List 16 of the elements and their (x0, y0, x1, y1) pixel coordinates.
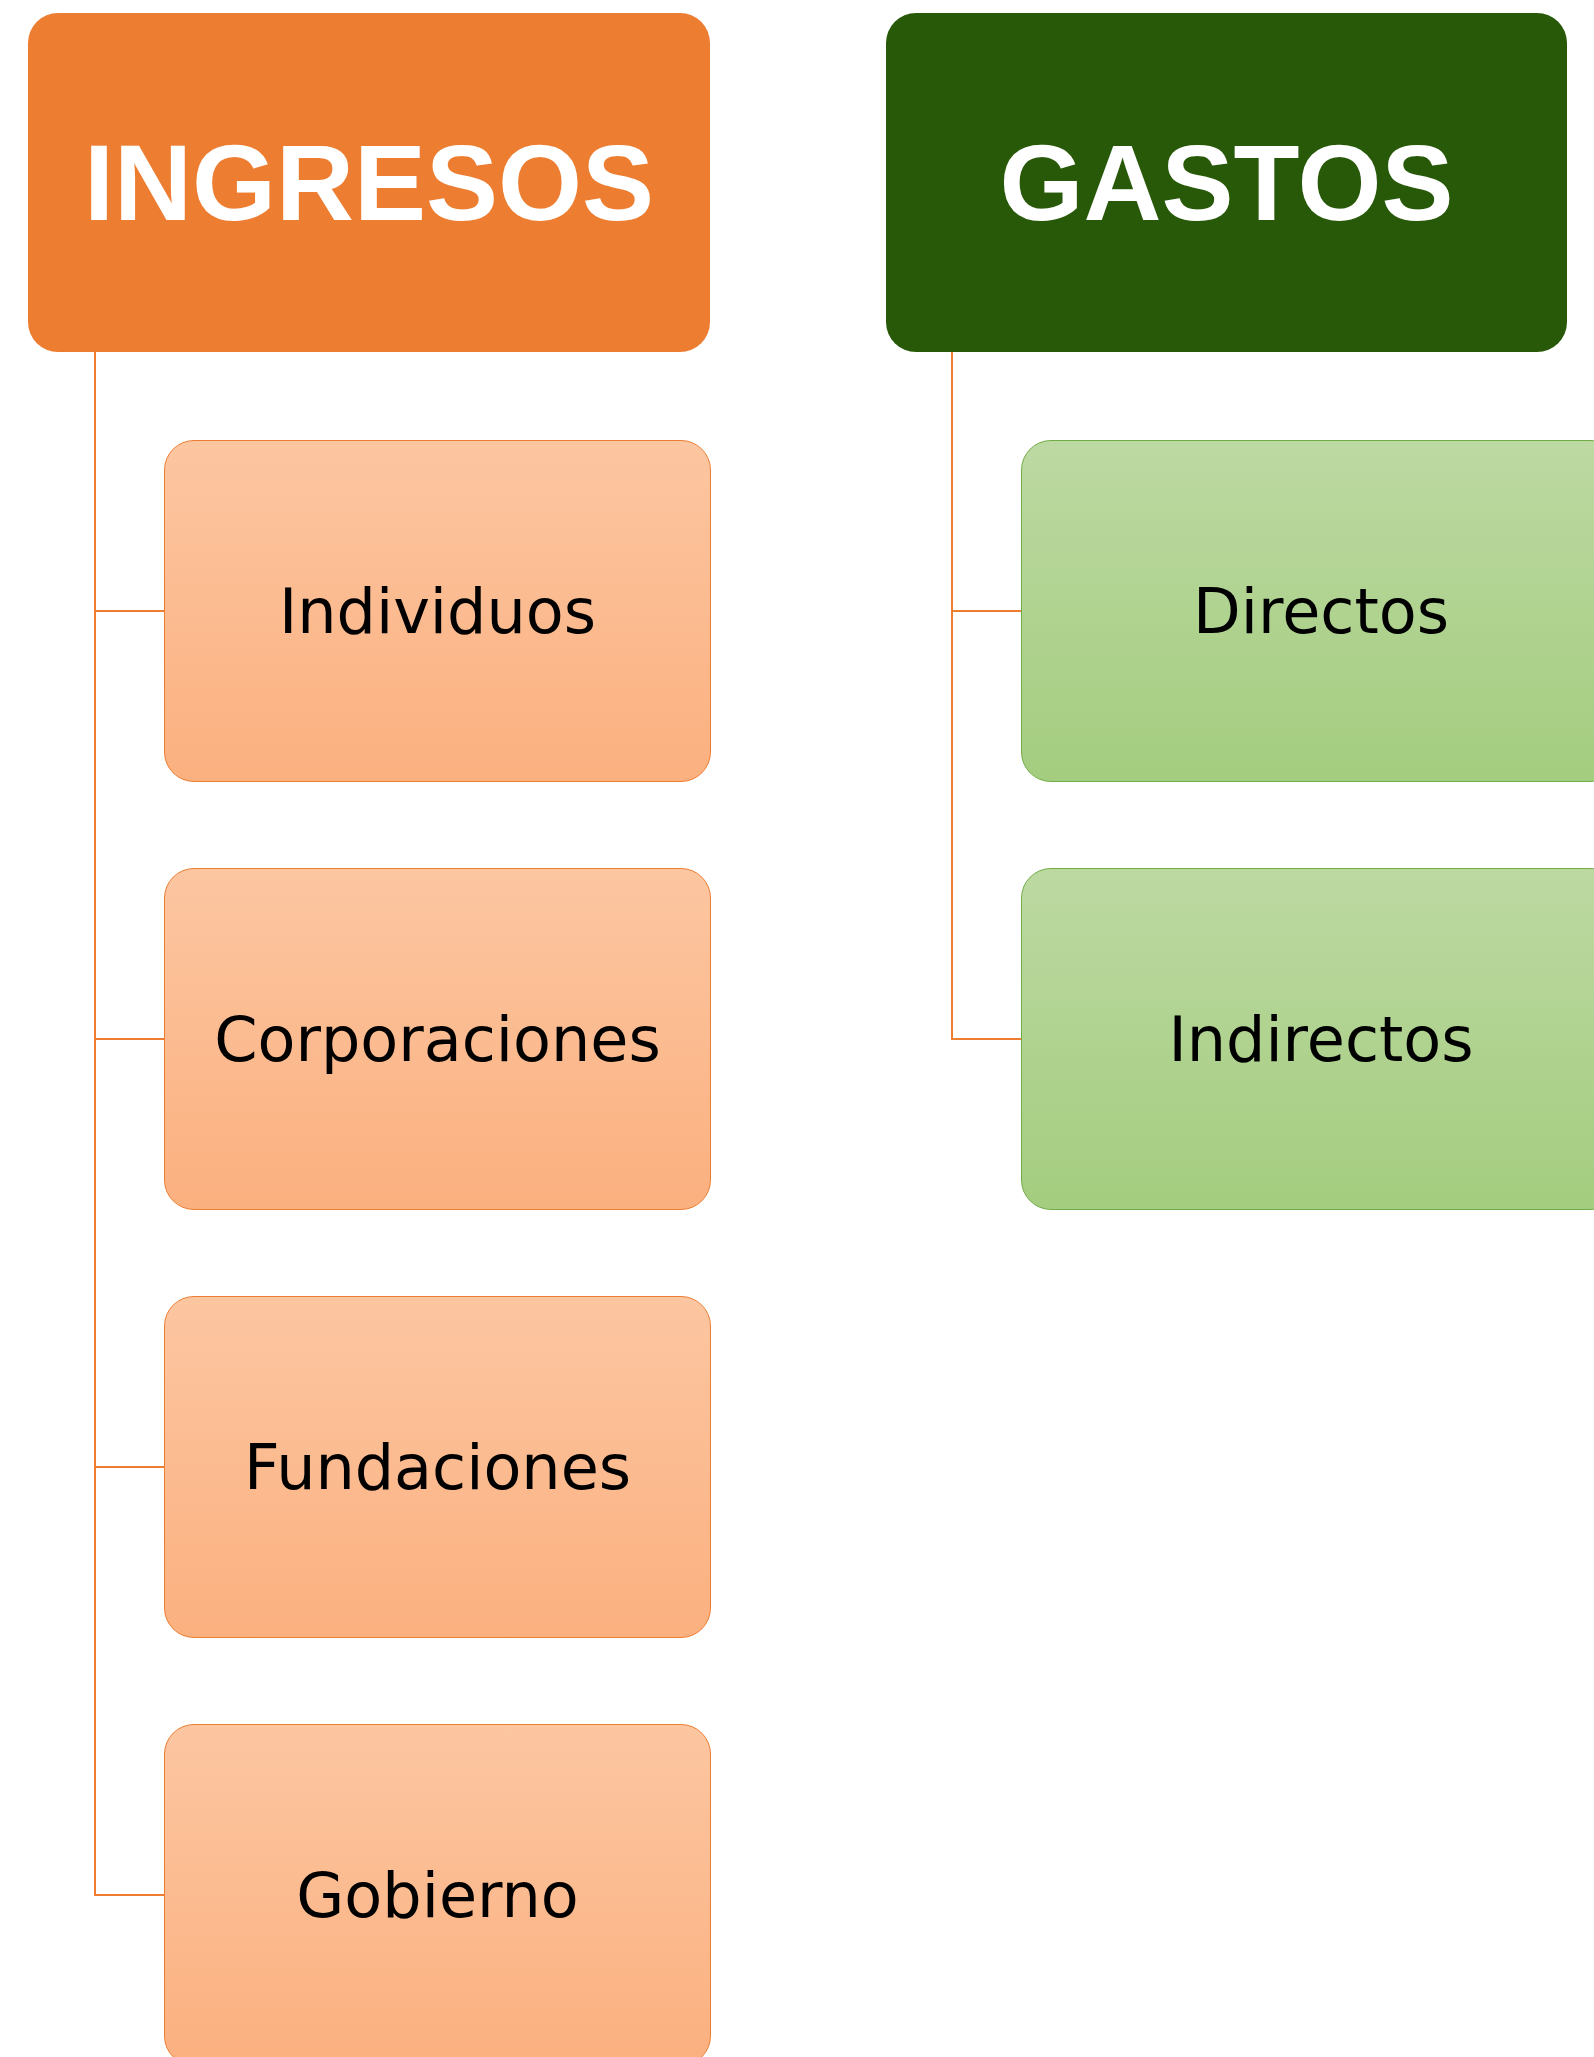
subcategory-label: Gobierno (296, 1858, 579, 1932)
subcategory-box (1021, 440, 1594, 782)
category-title: GASTOS (999, 121, 1454, 245)
subcategory-box (164, 1296, 711, 1638)
subcategory-label: Directos (1193, 574, 1449, 648)
subcategory-box (164, 1724, 711, 2057)
subcategory-label: Fundaciones (243, 1430, 632, 1504)
subcategory-label: Corporaciones (214, 1002, 661, 1076)
category-box (886, 13, 1567, 352)
subcategory-box (164, 868, 711, 1210)
subcategory-box (1021, 868, 1594, 1210)
category-title: INGRESOS (83, 121, 655, 245)
subcategory-label: Indirectos (1168, 1002, 1474, 1076)
category-box (28, 13, 710, 352)
subcategory-label: Individuos (279, 574, 596, 648)
subcategory-box (164, 440, 711, 782)
